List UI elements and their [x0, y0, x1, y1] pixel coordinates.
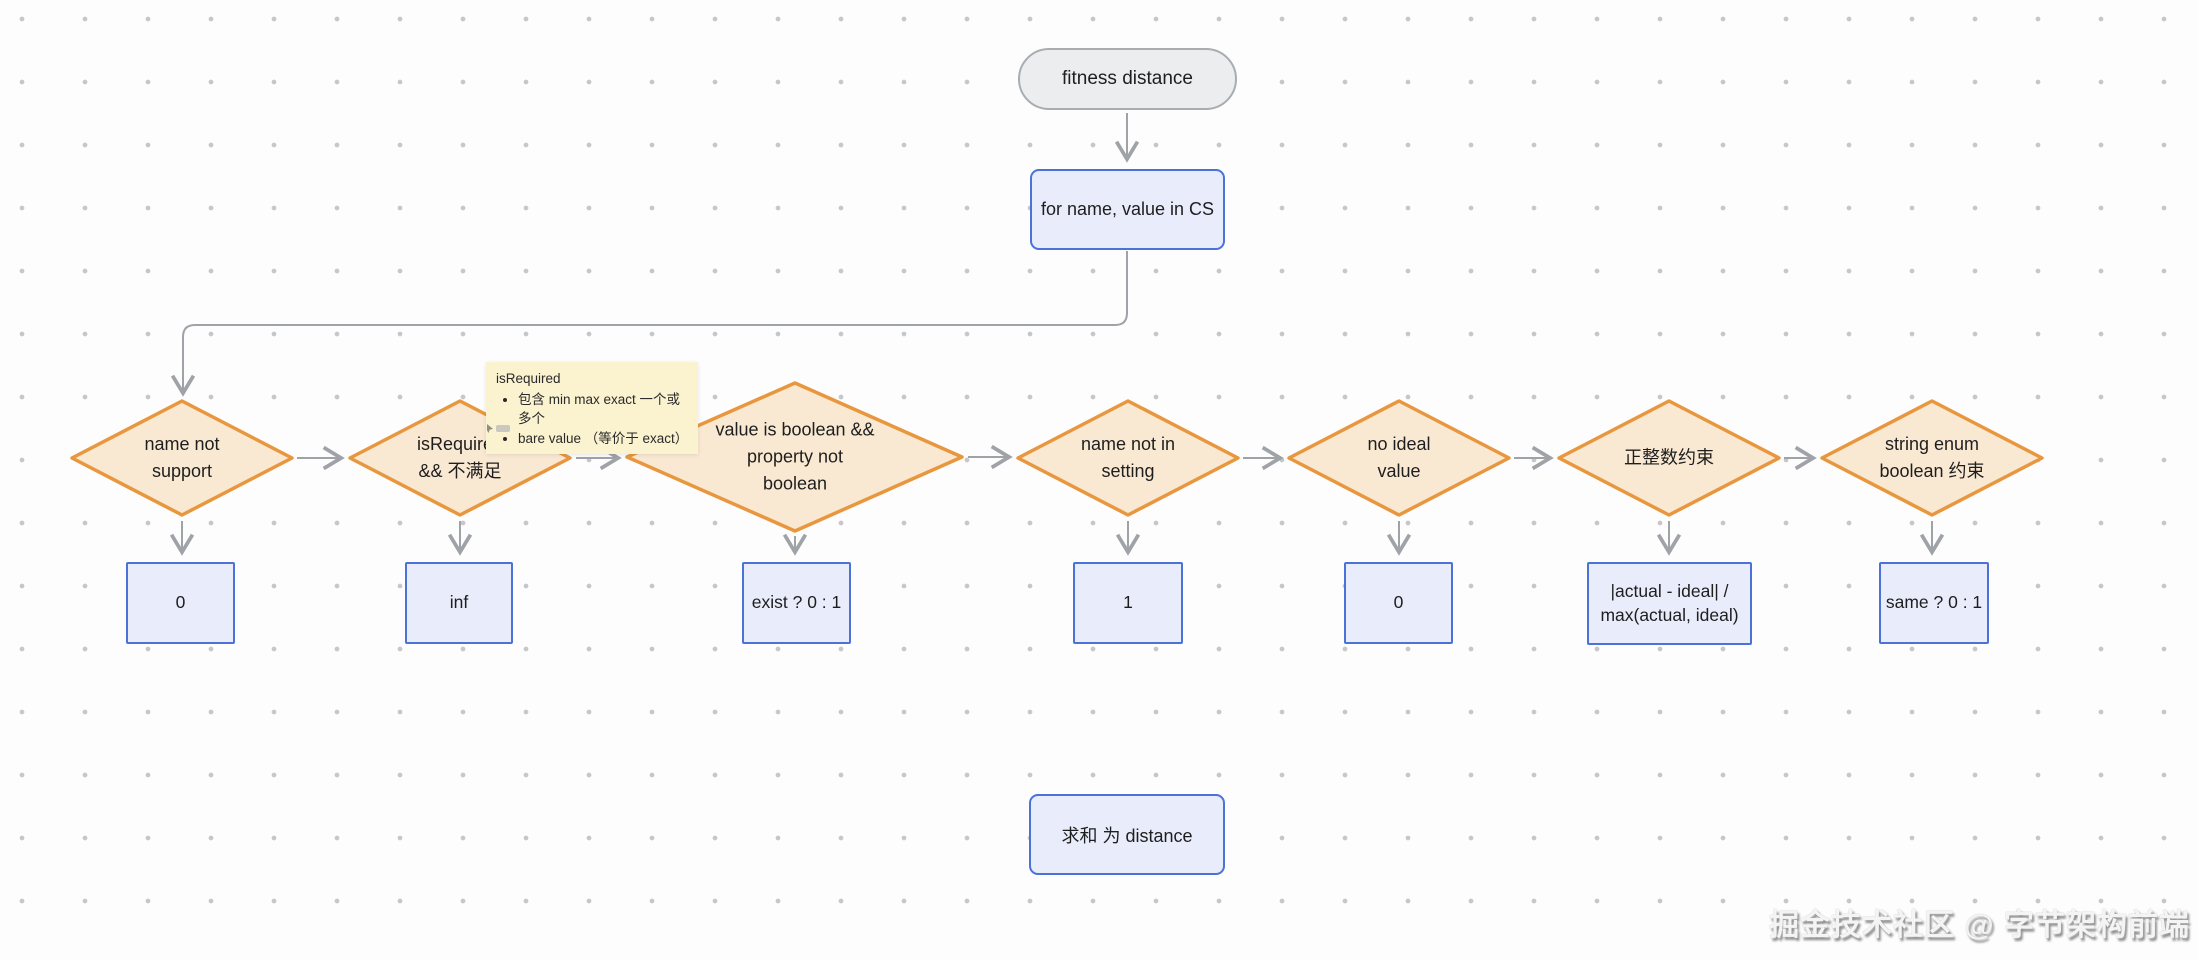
result-box-7[interactable]: same ? 0 : 1 — [1879, 562, 1989, 644]
sticky-note[interactable]: isRequired 包含 min max exact 一个或多个 bare v… — [486, 362, 698, 455]
result-box-6[interactable]: |actual - ideal| / max(actual, ideal) — [1587, 562, 1752, 645]
sticky-note-bullet: bare value （等价于 exact） — [518, 429, 688, 449]
watermark-text: 掘金技术社区 @ 字节架构前端 — [1769, 909, 2190, 942]
decision-label-3[interactable]: value is boolean && property not boolean — [715, 419, 875, 494]
decision-label-7[interactable]: string enum boolean 约束 — [1879, 434, 1985, 481]
decision-label-6[interactable]: 正整数约束 — [1624, 447, 1714, 468]
decision-diamond-7[interactable] — [1820, 399, 2044, 517]
result-box-2[interactable]: inf — [405, 562, 513, 644]
decision-diamond-1[interactable] — [70, 399, 294, 517]
result-label-1: 0 — [175, 592, 186, 613]
result-label-2: inf — [449, 592, 469, 613]
sticky-note-list: 包含 min max exact 一个或多个 bare value （等价于 e… — [496, 390, 688, 449]
collaborator-cursor — [487, 424, 510, 433]
result-box-4[interactable]: 1 — [1073, 562, 1183, 644]
result-box-1[interactable]: 0 — [126, 562, 235, 644]
decision-label-1[interactable]: name not support — [144, 434, 220, 481]
sum-node[interactable]: 求和 为 distance — [1029, 794, 1225, 875]
result-box-5[interactable]: 0 — [1344, 562, 1453, 644]
decision-label-2[interactable]: isRequired && 不满足 — [416, 434, 504, 481]
decision-diamond-5[interactable] — [1287, 399, 1511, 517]
decision-diamond-6[interactable] — [1557, 399, 1781, 517]
decision-label-4[interactable]: name not in setting — [1080, 434, 1176, 481]
start-node-label: fitness distance — [1062, 68, 1193, 89]
result-label-3: exist ? 0 : 1 — [751, 592, 842, 613]
cursor-name-tag — [496, 425, 510, 432]
cursor-pointer-icon — [487, 424, 493, 433]
sticky-note-bullet: 包含 min max exact 一个或多个 — [518, 390, 688, 429]
result-box-3[interactable]: exist ? 0 : 1 — [742, 562, 851, 644]
decision-diamond-4[interactable] — [1016, 399, 1240, 517]
result-label-7: same ? 0 : 1 — [1885, 592, 1983, 613]
sum-node-label: 求和 为 distance — [1061, 825, 1193, 846]
start-node[interactable]: fitness distance — [1018, 48, 1237, 110]
result-label-4: 1 — [1123, 592, 1133, 613]
decision-label-5[interactable]: no ideal value — [1367, 434, 1431, 481]
result-label-6: |actual - ideal| / max(actual, ideal) — [1600, 580, 1739, 625]
arrow-loop-to-decision-1[interactable] — [170, 251, 1128, 397]
loop-node-label: for name, value in CS — [1040, 199, 1215, 219]
loop-node[interactable]: for name, value in CS — [1030, 169, 1225, 250]
result-label-5: 0 — [1393, 592, 1404, 613]
sticky-note-title: isRequired — [496, 371, 561, 386]
